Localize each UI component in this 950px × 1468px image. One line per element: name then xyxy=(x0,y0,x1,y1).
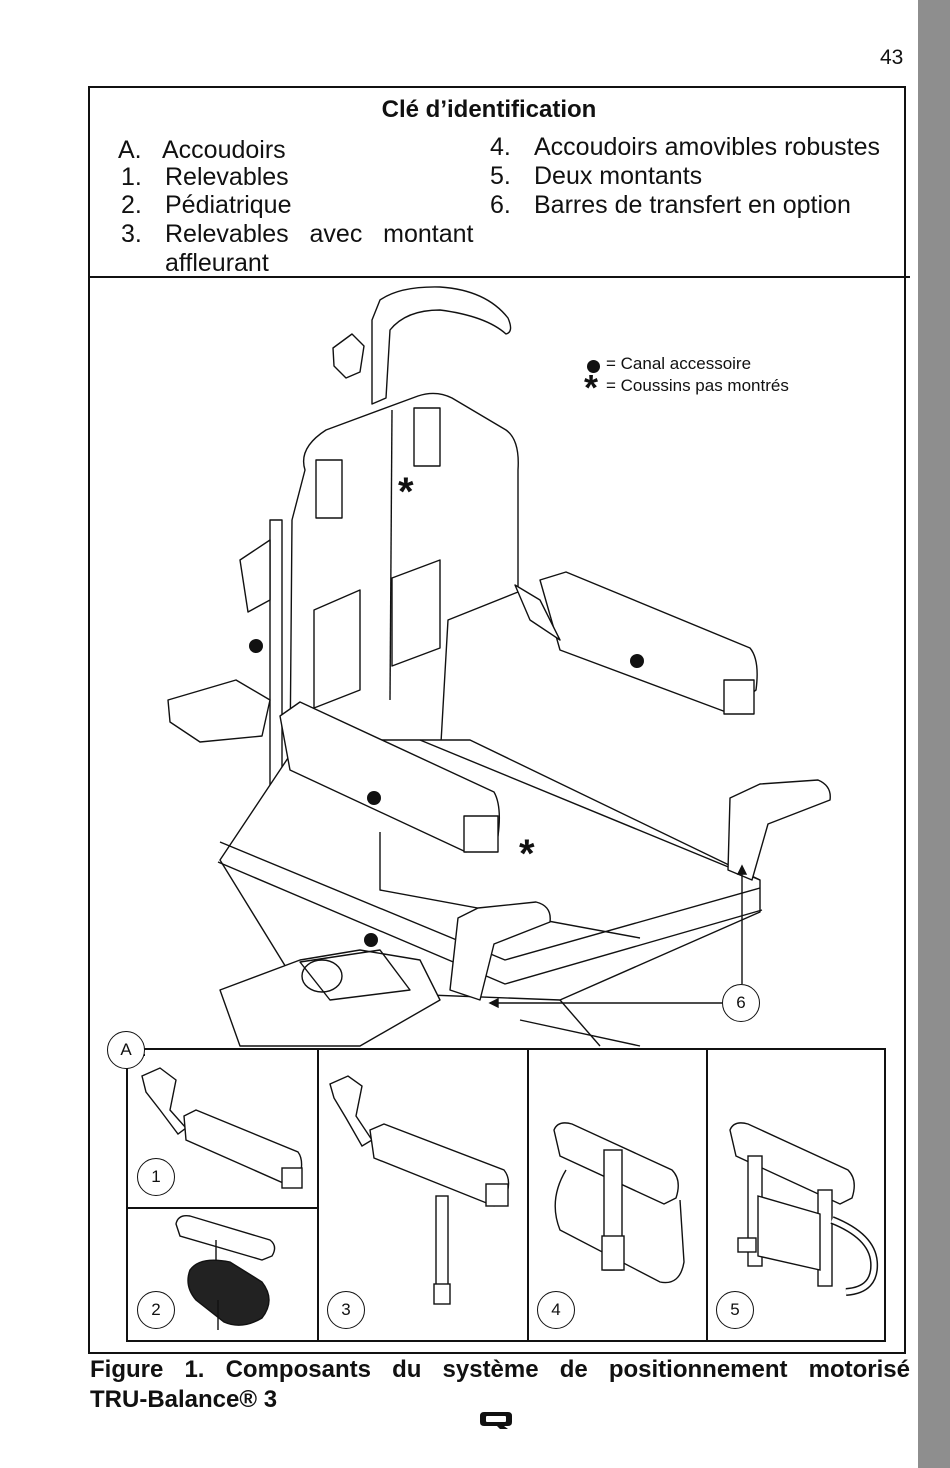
legend-dot-text: = Canal accessoire xyxy=(606,354,752,373)
callout-3: 3 xyxy=(327,1291,365,1329)
cushion-asterisk-icon: * xyxy=(584,367,599,408)
armrest-panel-2 xyxy=(175,1214,276,1261)
key-item-number: 3. xyxy=(121,220,142,248)
key-item-number: 1. xyxy=(121,163,142,191)
transfer-handle-right xyxy=(727,779,831,881)
quantum-q-logo-icon xyxy=(480,1412,512,1429)
key-item-number: 5. xyxy=(490,162,511,190)
key-item-text: affleurant xyxy=(165,249,269,277)
legend-star-text: = Coussins pas montrés xyxy=(606,376,789,395)
callout-6: 6 xyxy=(722,984,760,1022)
callout-a: A xyxy=(107,1031,145,1069)
key-item-text: Accoudoirs xyxy=(162,136,286,164)
key-item-number: 6. xyxy=(490,191,511,219)
side-tab xyxy=(918,0,950,1468)
figure-caption: Figure 1. Composants du système de posit… xyxy=(90,1355,910,1415)
transfer-handle-left xyxy=(449,901,551,1001)
key-item-text: Accoudoirs amovibles robustes xyxy=(534,133,880,161)
key-separator xyxy=(88,276,910,278)
page-number: 43 xyxy=(880,46,904,69)
key-item-text: Relevables xyxy=(165,163,289,191)
figure-caption-line-1: Figure 1. Composants du système de posit… xyxy=(90,1356,910,1383)
key-item-text: Barres de transfert en option xyxy=(534,191,851,219)
callout-4: 4 xyxy=(537,1291,575,1329)
cushion-seat-asterisk: * xyxy=(519,832,535,876)
key-item-text: Pédiatrique xyxy=(165,191,292,219)
key-title: Clé d’identification xyxy=(381,96,597,123)
key-item-number: A. xyxy=(118,136,142,164)
callout-5: 5 xyxy=(716,1291,754,1329)
figure-caption-line-2: TRU-Balance® 3 xyxy=(90,1386,278,1413)
armrest-panel-5 xyxy=(729,1122,855,1205)
accessory-channel-dot-icon xyxy=(587,360,600,373)
cushion-back-asterisk: * xyxy=(398,470,414,514)
key-item-text: Relevables avec montant xyxy=(165,220,474,248)
key-item-text: Deux montants xyxy=(534,162,703,190)
callout-1: 1 xyxy=(137,1158,175,1196)
callout-2: 2 xyxy=(137,1291,175,1329)
key-item-number: 2. xyxy=(121,191,142,219)
key-item-number: 4. xyxy=(490,133,511,161)
headrest xyxy=(371,286,512,405)
figure-frame xyxy=(88,86,906,1354)
